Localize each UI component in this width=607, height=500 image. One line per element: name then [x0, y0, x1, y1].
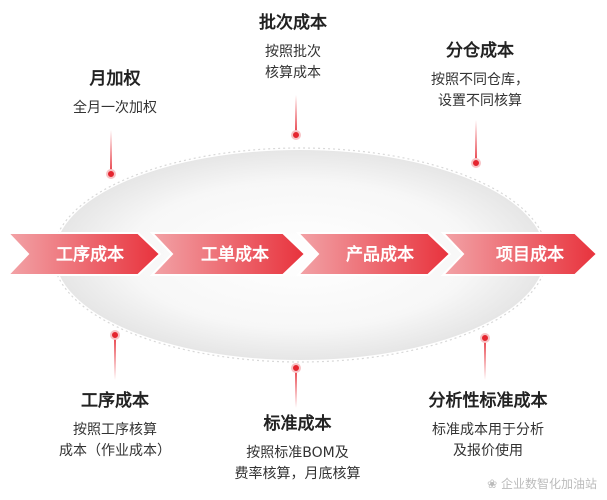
watermark-text: 企业数智化加油站: [500, 477, 597, 491]
method-monthly-weighted: 月加权 全月一次加权: [40, 68, 190, 119]
method-desc-line: 及报价使用: [453, 443, 523, 459]
watermark: ❀ 企业数智化加油站: [487, 475, 597, 492]
method-desc-line: 按照批次: [265, 44, 321, 60]
connector-line-3: [475, 120, 477, 163]
connector-line-2: [295, 95, 297, 135]
arrow-label-3: 产品成本: [346, 245, 414, 265]
method-batch-cost: 批次成本 按照批次 核算成本: [218, 12, 368, 84]
connector-line-4: [114, 335, 116, 380]
connector-line-1: [110, 130, 112, 174]
flow-arrow-1: [5, 232, 162, 276]
connector-dot-6: [480, 333, 490, 343]
flow-arrow-4: [440, 232, 599, 276]
method-title: 批次成本: [259, 13, 327, 33]
method-title: 分析性标准成本: [428, 391, 548, 411]
flow-arrow-3: [295, 232, 452, 276]
wechat-icon: ❀: [487, 477, 498, 491]
method-title: 分仓成本: [446, 41, 514, 61]
flow-arrow-2: [149, 232, 307, 276]
method-desc: 全月一次加权: [40, 98, 190, 119]
connector-line-6: [484, 338, 486, 380]
arrow-label-4: 项目成本: [496, 245, 564, 265]
connector-dot-3: [471, 158, 481, 168]
arrow-label-1: 工序成本: [56, 245, 124, 265]
connector-dot-4: [110, 330, 120, 340]
connector-dot-1: [106, 169, 116, 179]
method-desc-line: 费率核算，月底核算: [234, 466, 361, 482]
connector-dot-2: [291, 130, 301, 140]
method-desc-line: 核算成本: [265, 65, 321, 81]
method-desc-line: 按照工序核算: [73, 422, 157, 438]
method-desc-line: 标准成本用于分析: [432, 422, 544, 438]
method-title: 工序成本: [81, 391, 149, 411]
arrow-label-2: 工单成本: [201, 245, 269, 265]
method-desc: 标准成本用于分析 及报价使用: [398, 420, 578, 462]
method-desc-line: 成本（作业成本）: [59, 443, 171, 459]
method-analytic-standard-cost: 分析性标准成本 标准成本用于分析 及报价使用: [398, 390, 578, 462]
method-warehouse-cost: 分仓成本 按照不同仓库， 设置不同核算: [395, 40, 565, 112]
method-desc-line: 按照不同仓库，: [431, 72, 529, 88]
method-process-cost: 工序成本 按照工序核算 成本（作业成本）: [30, 390, 200, 462]
method-standard-cost: 标准成本 按照标准BOM及 费率核算，月底核算: [215, 413, 380, 485]
connector-line-5: [295, 368, 297, 408]
method-title: 月加权: [89, 69, 141, 89]
method-desc-line: 全月一次加权: [73, 100, 157, 116]
method-desc-line: 按照标准BOM及: [246, 445, 349, 461]
method-desc: 按照批次 核算成本: [218, 42, 368, 84]
method-desc: 按照不同仓库， 设置不同核算: [395, 70, 565, 112]
method-title: 标准成本: [263, 414, 332, 434]
connector-dot-5: [291, 363, 301, 373]
method-desc-line: 设置不同核算: [438, 93, 522, 109]
method-desc: 按照标准BOM及 费率核算，月底核算: [215, 443, 380, 485]
method-desc: 按照工序核算 成本（作业成本）: [30, 420, 200, 462]
